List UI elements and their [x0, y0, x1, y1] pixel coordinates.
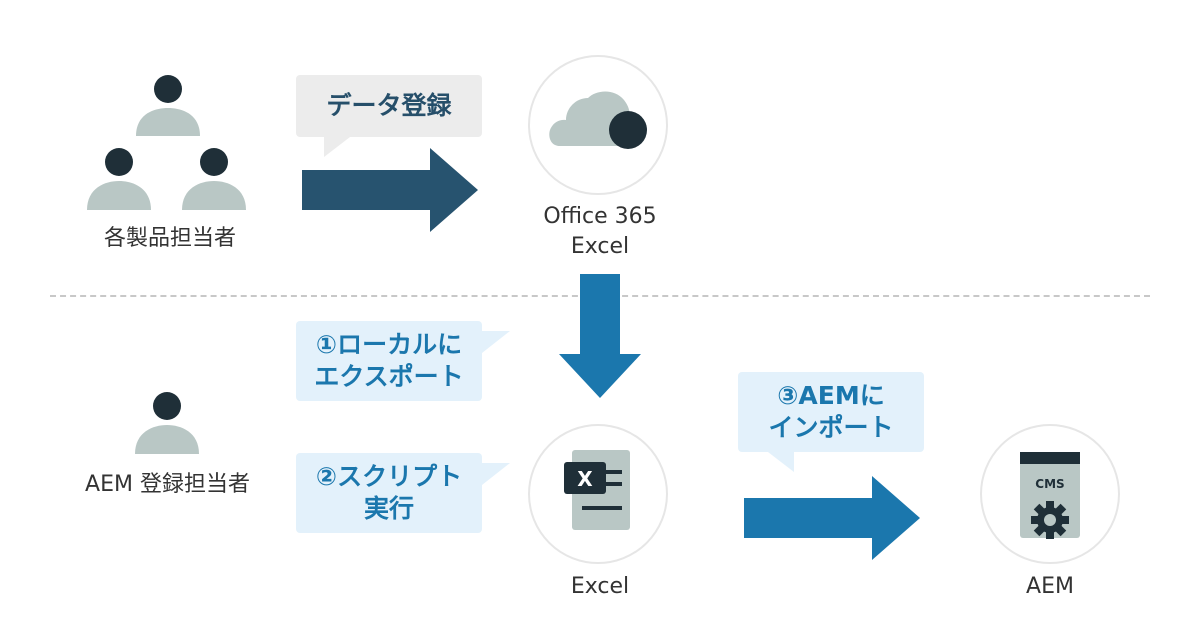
cms-server-icon: CMS [1020, 452, 1080, 539]
bubble-tail [482, 331, 510, 353]
office365-label-line2: Excel [570, 234, 630, 259]
script-run-bubble: ②スクリプト 実行 [296, 453, 510, 533]
cloud-icon [549, 91, 647, 149]
import-bubble-line2: インポート [768, 413, 894, 442]
cms-icon-text: CMS [1035, 477, 1064, 491]
office365-label: Office 365 Excel [500, 202, 700, 262]
bubble-tail [768, 452, 794, 472]
data-entry-bubble: データ登録 [296, 75, 482, 157]
import-bubble: ③AEMに インポート [738, 372, 924, 472]
script-run-bubble-line2: 実行 [363, 494, 414, 523]
bubble-tail [482, 463, 510, 485]
export-bubble-line2: エクスポート [314, 362, 464, 391]
aem-operator-icon [135, 392, 199, 454]
export-bubble-line1: ①ローカルに [315, 330, 463, 359]
script-run-bubble-line1: ②スクリプト [315, 462, 463, 491]
office365-label-line1: Office 365 [543, 204, 657, 229]
excel-file-icon: X [564, 450, 630, 530]
product-owners-label: 各製品担当者 [103, 226, 236, 251]
arrow-right-blue-icon [744, 476, 920, 560]
arrow-down-blue-icon [559, 274, 641, 398]
data-entry-bubble-text: データ登録 [326, 91, 452, 120]
aem-operator-label: AEM 登録担当者 [85, 472, 250, 497]
aem-label: AEM [1026, 574, 1074, 599]
import-bubble-line1: ③AEMに [777, 381, 885, 410]
gear-icon [1031, 501, 1069, 539]
arrow-right-dark-icon [302, 148, 478, 232]
export-bubble: ①ローカルに エクスポート [296, 321, 510, 401]
bubble-tail [324, 137, 350, 157]
excel-label: Excel [570, 574, 630, 599]
product-owners-group-icon [87, 75, 246, 210]
excel-icon-letter: X [577, 467, 593, 491]
